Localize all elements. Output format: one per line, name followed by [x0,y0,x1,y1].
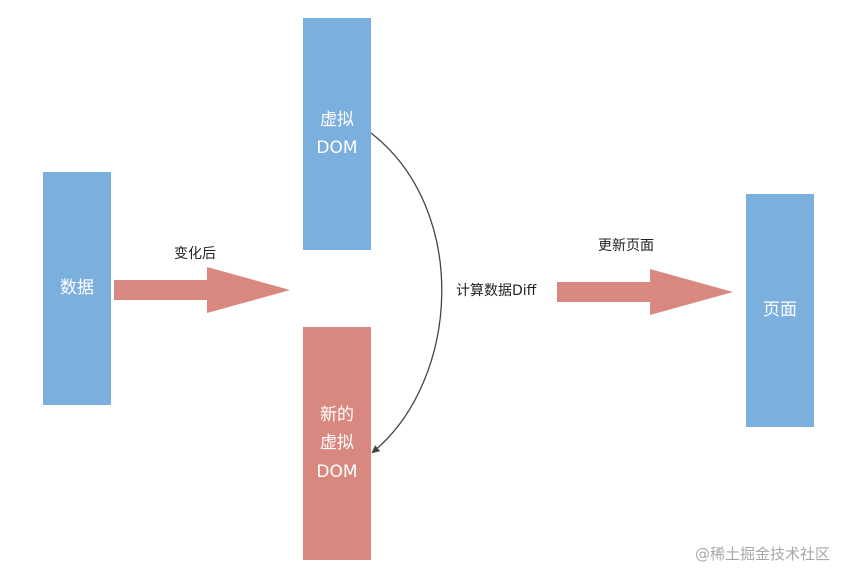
page-box-label: 页面 [763,300,797,321]
new-virtual-dom-label-1: 新的 [320,405,354,426]
change-arrow [114,267,290,313]
data-box-label: 数据 [60,278,94,299]
changed-label: 变化后 [174,246,216,262]
new-virtual-dom-box: 新的 虚拟 DOM [303,327,371,560]
update-label: 更新页面 [598,238,654,254]
new-virtual-dom-label-2: 虚拟 [320,433,354,454]
new-virtual-dom-label-3: DOM [316,461,358,482]
virtual-dom-box: 虚拟 DOM [303,18,371,250]
diff-label: 计算数据Diff [456,283,537,299]
update-arrow [557,269,733,315]
page-box: 页面 [746,194,814,427]
data-box: 数据 [43,172,111,405]
virtual-dom-label-1: 虚拟 [320,109,354,130]
diff-curve [370,132,443,454]
virtual-dom-label-2: DOM [316,138,358,158]
watermark: @稀土掘金技术社区 [694,545,830,563]
